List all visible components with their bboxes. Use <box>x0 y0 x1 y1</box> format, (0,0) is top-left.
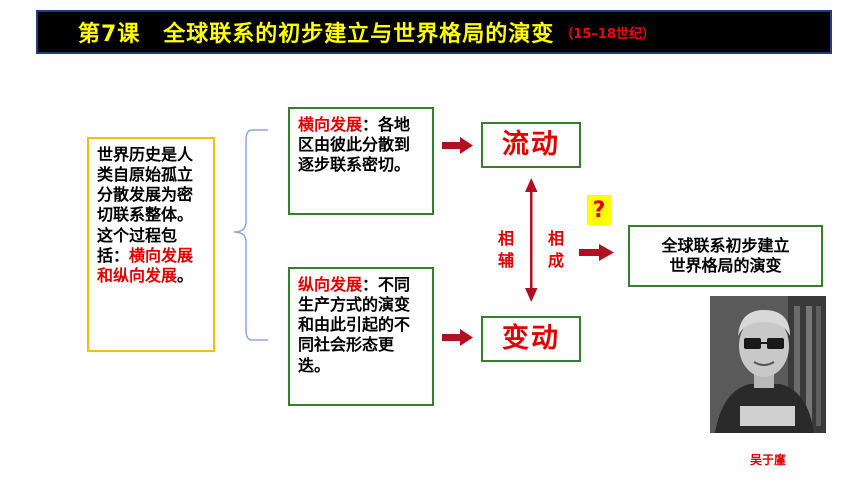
result-line2: 世界格局的演变 <box>669 256 782 275</box>
lesson-title: 第7课 全球联系的初步建立与世界格局的演变 <box>78 22 555 47</box>
portrait-icon <box>710 296 826 433</box>
portrait-photo <box>710 296 826 433</box>
question-mark: ? <box>587 195 611 225</box>
summary-box: 世界历史是人类自原始孤立分散发展为密切联系整体。这个过程包括：横向发展和纵向发展… <box>87 137 215 352</box>
portrait-caption: 吴于廑 <box>749 453 786 467</box>
arrow-right-icon <box>579 244 614 261</box>
result-line1: 全球联系初步建立 <box>661 235 790 255</box>
change-box: 变动 <box>481 316 581 362</box>
result-box: 全球联系初步建立 世界格局的演变 <box>628 225 823 287</box>
arrow-right-icon <box>442 137 473 154</box>
horizontal-term: 横向发展 <box>298 115 363 134</box>
summary-end: 。 <box>177 265 194 285</box>
relation-right: 相 成 <box>547 229 564 270</box>
horizontal-text: ：各地区由彼此分散到逐步联系密切。 <box>298 115 411 175</box>
lesson-period: （15–18世纪） <box>560 26 655 42</box>
flow-box: 流动 <box>481 122 581 168</box>
summary-text: 世界历史是人类自原始孤立分散发展为密切联系整体。这个过程包括： <box>97 145 194 265</box>
horizontal-development-box: 横向发展：各地区由彼此分散到逐步联系密切。 <box>288 107 434 215</box>
vertical-text: ：不同生产方式的演变和由此引起的不同社会形态更迭。 <box>298 275 411 375</box>
title-bar: 第7课 全球联系的初步建立与世界格局的演变 （15–18世纪） <box>36 10 832 54</box>
double-arrow-icon <box>525 178 538 302</box>
arrow-right-icon <box>442 329 473 346</box>
vertical-term: 纵向发展 <box>298 275 363 294</box>
vertical-development-box: 纵向发展：不同生产方式的演变和由此引起的不同社会形态更迭。 <box>288 267 434 406</box>
relation-left: 相 辅 <box>497 229 514 270</box>
summary-highlight: 横向发展和纵向发展 <box>97 245 194 285</box>
brace-icon <box>233 129 268 341</box>
